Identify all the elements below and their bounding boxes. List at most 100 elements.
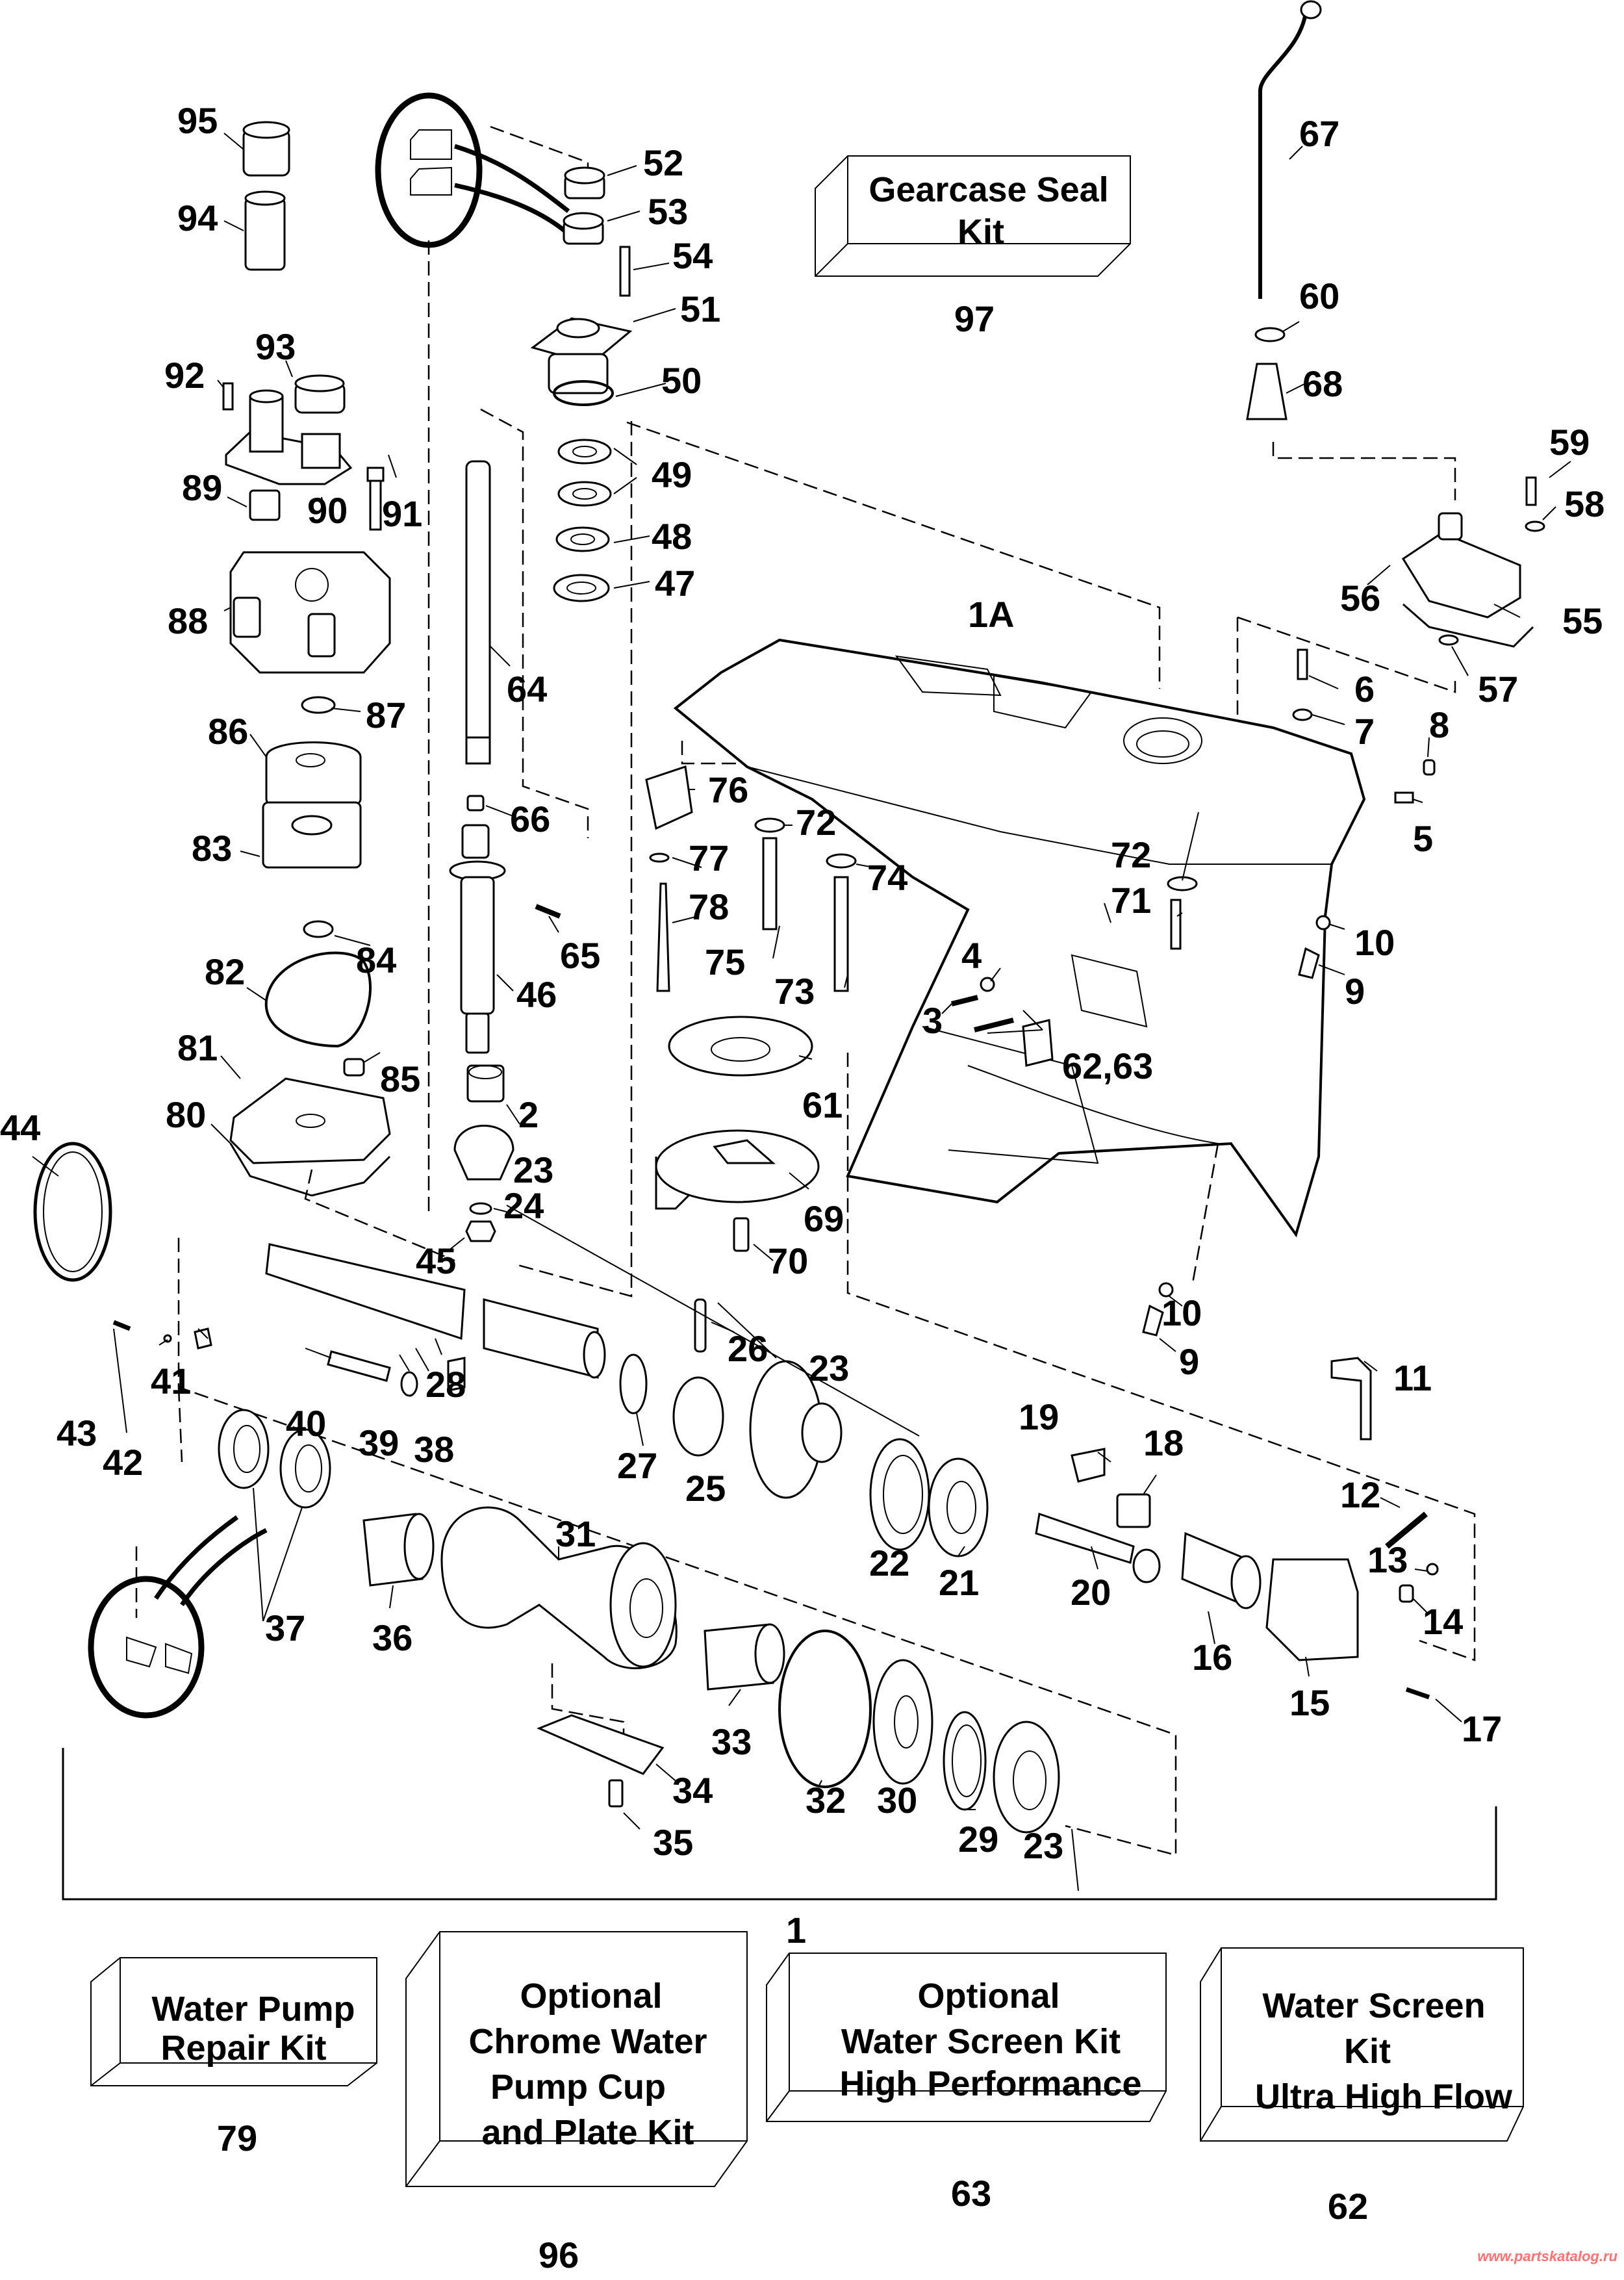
label-59[interactable]: 59 [1549,422,1590,463]
label-28[interactable]: 28 [425,1364,466,1405]
label-16[interactable]: 16 [1192,1637,1232,1678]
label-90[interactable]: 90 [307,490,348,531]
label-73[interactable]: 73 [774,971,815,1012]
label-24[interactable]: 24 [503,1185,544,1226]
label-5[interactable]: 5 [1413,818,1433,859]
label-86[interactable]: 86 [208,711,248,752]
label-1-assembly[interactable]: 1 [786,1910,806,1951]
label-42[interactable]: 42 [103,1442,143,1483]
label-31[interactable]: 31 [555,1513,596,1554]
label-41[interactable]: 41 [151,1361,191,1402]
label-9-lower[interactable]: 9 [1179,1341,1199,1382]
label-72-mount[interactable]: 72 [796,802,836,843]
label-91[interactable]: 91 [382,493,422,534]
label-78[interactable]: 78 [689,886,729,927]
label-36[interactable]: 36 [372,1617,412,1658]
label-74[interactable]: 74 [867,857,907,898]
label-49[interactable]: 49 [652,454,692,495]
label-39[interactable]: 39 [359,1422,399,1463]
label-85[interactable]: 85 [380,1058,420,1099]
label-38[interactable]: 38 [414,1429,454,1470]
label-21[interactable]: 21 [939,1562,979,1603]
label-51[interactable]: 51 [680,288,720,329]
label-32[interactable]: 32 [806,1780,846,1821]
label-2[interactable]: 2 [518,1094,539,1135]
label-10-lower[interactable]: 10 [1161,1292,1202,1333]
label-14[interactable]: 14 [1423,1601,1463,1642]
label-23-reverse[interactable]: 23 [1023,1825,1063,1866]
label-46[interactable]: 46 [516,974,557,1015]
label-45[interactable]: 45 [416,1240,456,1281]
label-4[interactable]: 4 [961,935,982,976]
label-27[interactable]: 27 [617,1445,657,1486]
label-10-upper[interactable]: 10 [1354,922,1395,963]
label-94[interactable]: 94 [177,198,218,238]
label-88[interactable]: 88 [168,600,208,641]
label-75[interactable]: 75 [705,941,745,982]
label-1A[interactable]: 1A [968,594,1015,635]
label-64[interactable]: 64 [507,669,547,710]
label-84[interactable]: 84 [356,940,396,980]
label-17[interactable]: 17 [1462,1708,1502,1749]
label-18[interactable]: 18 [1143,1422,1184,1463]
kit-gearcase-seal[interactable]: Gearcase Seal Kit 97 [815,155,1131,339]
label-76[interactable]: 76 [708,769,748,810]
label-72-housing[interactable]: 72 [1111,834,1151,875]
kit-water-pump-repair[interactable]: Water Pump Repair Kit 79 [90,1957,377,2158]
label-9-upper[interactable]: 9 [1345,971,1365,1012]
label-87[interactable]: 87 [366,695,406,736]
label-33[interactable]: 33 [711,1721,752,1762]
label-40[interactable]: 40 [286,1403,326,1444]
label-23-pinion[interactable]: 23 [513,1149,553,1190]
label-65[interactable]: 65 [560,935,600,976]
label-93[interactable]: 93 [255,326,296,367]
label-62-63[interactable]: 62,63 [1062,1045,1153,1086]
label-26[interactable]: 26 [728,1328,768,1369]
label-92[interactable]: 92 [164,355,205,396]
label-54[interactable]: 54 [672,235,713,276]
label-22[interactable]: 22 [869,1543,909,1583]
kit-chrome-cup-plate[interactable]: Optional Chrome Water Pump Cup and Plate… [405,1931,748,2275]
label-89[interactable]: 89 [182,467,222,508]
label-7[interactable]: 7 [1354,711,1375,752]
label-35[interactable]: 35 [653,1822,693,1863]
label-57[interactable]: 57 [1478,669,1518,710]
label-8[interactable]: 8 [1429,704,1449,745]
label-77[interactable]: 77 [689,838,729,878]
label-43[interactable]: 43 [57,1413,97,1454]
label-66[interactable]: 66 [510,799,550,839]
label-13[interactable]: 13 [1367,1539,1408,1580]
label-23-forward[interactable]: 23 [809,1348,849,1389]
label-11[interactable]: 11 [1393,1357,1432,1398]
label-52[interactable]: 52 [643,142,683,183]
label-15[interactable]: 15 [1289,1682,1330,1723]
label-50[interactable]: 50 [661,360,702,401]
label-60[interactable]: 60 [1299,275,1339,316]
label-19[interactable]: 19 [1019,1396,1059,1437]
label-56[interactable]: 56 [1340,578,1380,619]
label-83[interactable]: 83 [192,828,232,869]
kit-screen-ultra-high-flow[interactable]: Water Screen Kit Ultra High Flow 62 [1200,1947,1524,2227]
label-68[interactable]: 68 [1302,363,1343,404]
label-81[interactable]: 81 [177,1027,218,1068]
label-47[interactable]: 47 [655,563,695,604]
label-82[interactable]: 82 [205,951,245,992]
label-12[interactable]: 12 [1340,1474,1380,1515]
label-6[interactable]: 6 [1354,669,1375,710]
kit-screen-high-performance[interactable]: Optional Water Screen Kit High Performan… [766,1953,1167,2214]
label-55[interactable]: 55 [1562,600,1603,641]
label-20[interactable]: 20 [1071,1572,1111,1613]
label-71[interactable]: 71 [1111,880,1151,921]
label-58[interactable]: 58 [1564,483,1605,524]
label-34[interactable]: 34 [672,1770,713,1811]
label-48[interactable]: 48 [652,516,692,557]
label-44[interactable]: 44 [0,1107,40,1148]
label-70[interactable]: 70 [768,1240,808,1281]
label-69[interactable]: 69 [804,1198,844,1239]
label-53[interactable]: 53 [648,191,688,232]
label-29[interactable]: 29 [958,1819,998,1860]
label-95[interactable]: 95 [177,100,218,141]
label-25[interactable]: 25 [685,1468,726,1509]
label-80[interactable]: 80 [166,1094,206,1135]
label-67[interactable]: 67 [1299,113,1339,154]
